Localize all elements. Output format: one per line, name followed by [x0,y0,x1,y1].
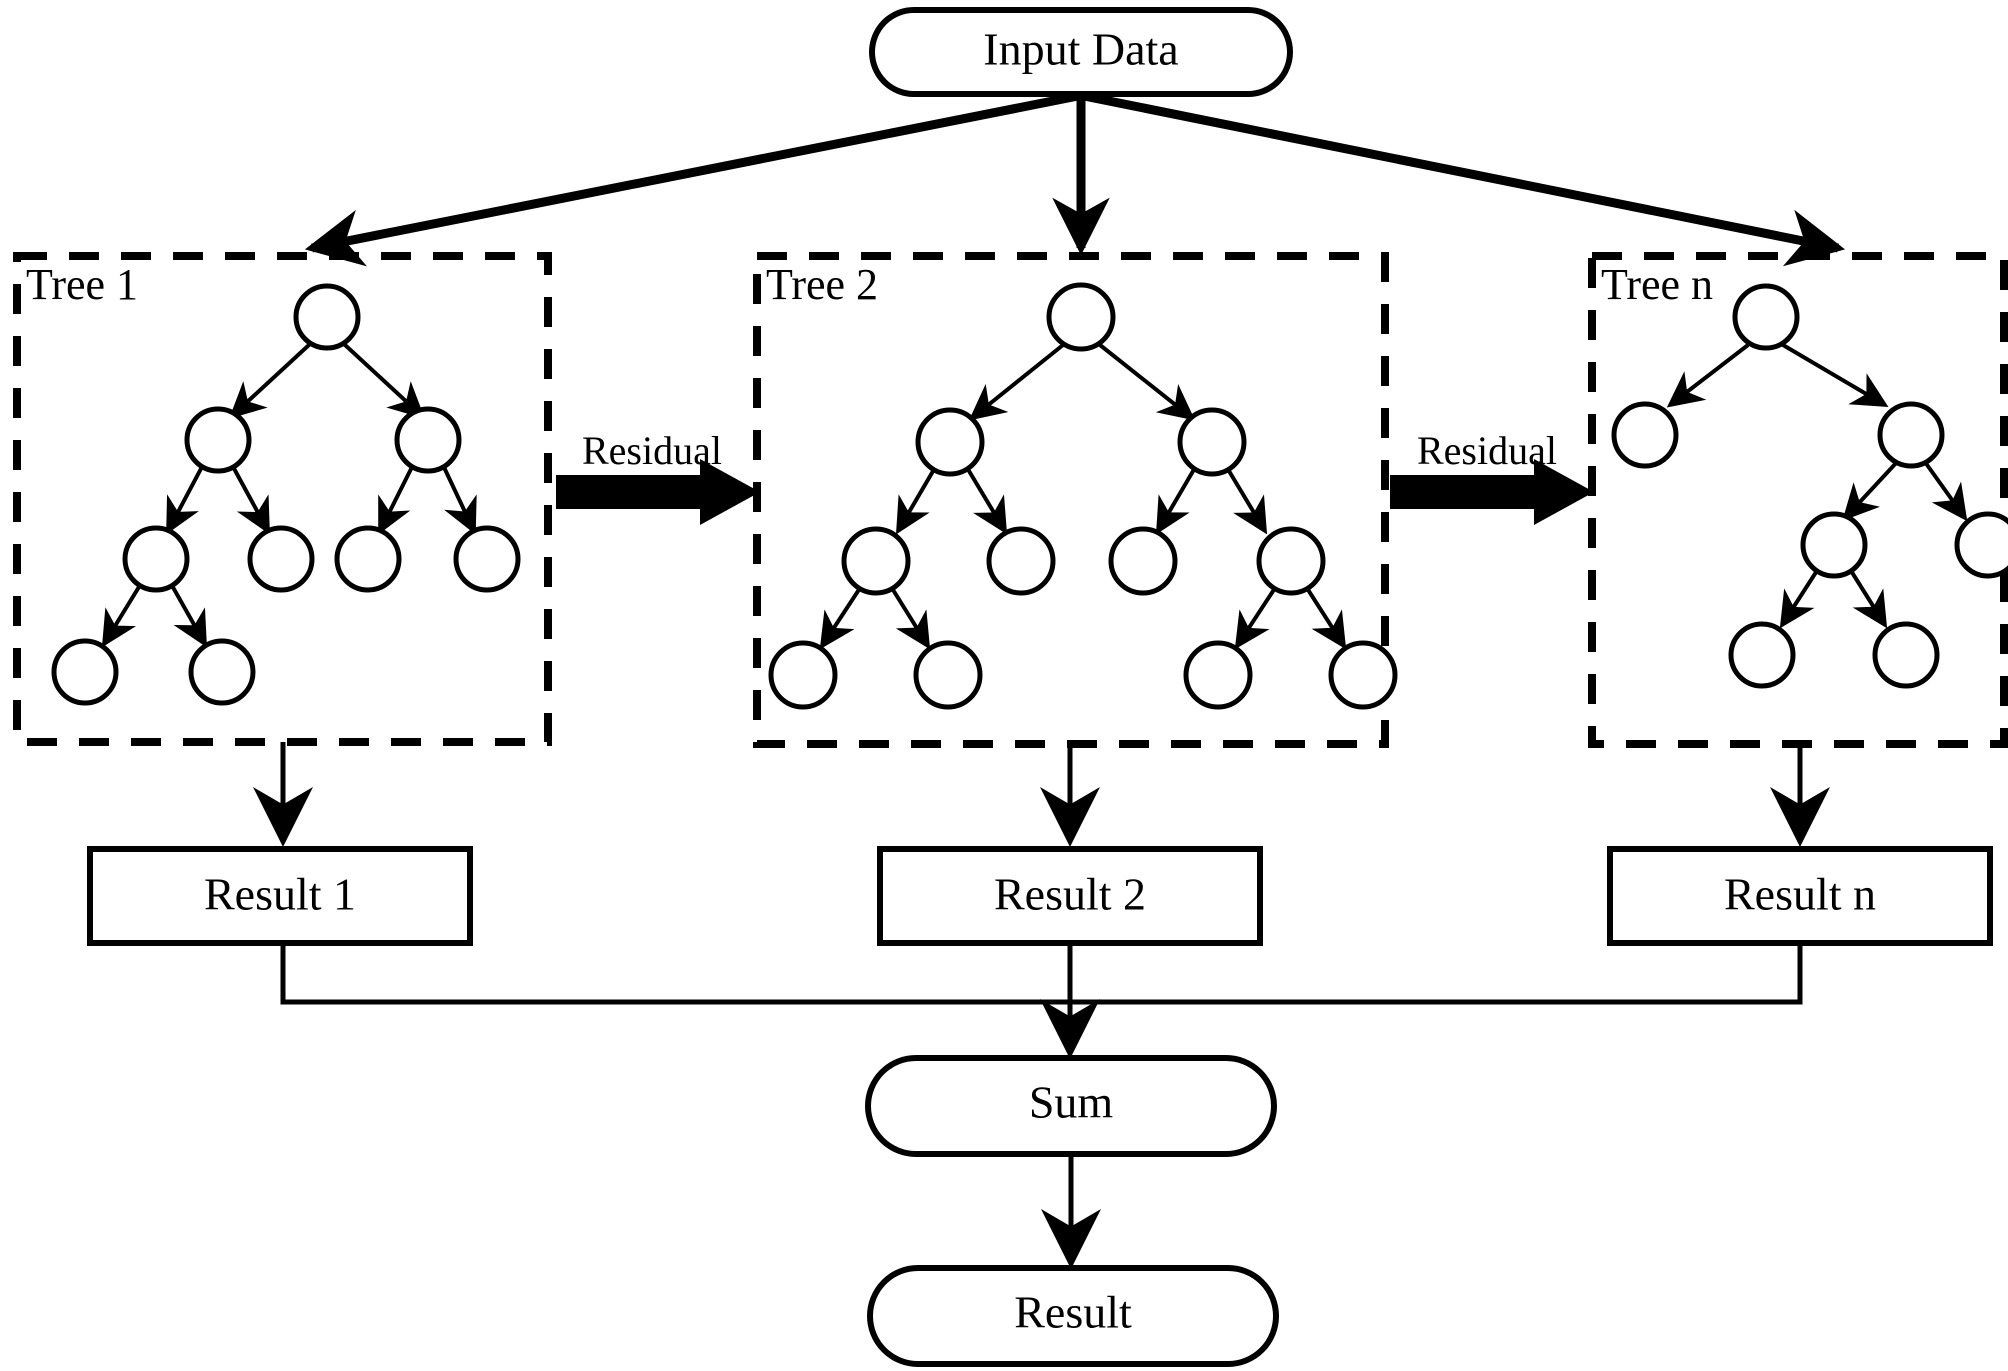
tree-node [986,526,1056,596]
tree-node [1954,511,2008,579]
result-n-label: Result n [1724,869,1876,920]
tree-1-nodes [51,283,521,706]
tree-node [915,407,985,477]
tree-2-nodes [768,282,1398,710]
arrow-input-to-treen [1083,91,1846,267]
final-result-node[interactable] [867,1265,1279,1367]
residual-label-2: Residual [1417,428,1557,473]
tree-node [1800,511,1868,579]
final-result-label: Result [1014,1287,1132,1338]
tree-node [334,525,402,593]
tree-node [184,406,252,474]
tree-node [841,526,911,596]
tree-1-label: Tree 1 [26,260,138,309]
tree-node [453,525,521,593]
tree-n-label: Tree n [1601,260,1713,309]
tree-node [394,406,462,474]
sum-label: Sum [1029,1077,1114,1128]
tree-node [1256,526,1326,596]
result-1-box[interactable] [87,846,473,946]
tree-node [1046,282,1116,352]
result-n-box[interactable] [1607,846,1993,946]
residual-arrow-2 [1390,459,1594,525]
tree-node [188,638,256,706]
input-data-node[interactable] [869,7,1293,97]
tree-node [1872,621,1940,689]
tree-n-edges [1666,343,1968,629]
tree-n-group-box [1588,252,2008,748]
collector-bus [280,943,1803,1005]
tree-node [293,283,361,351]
tree-node [1732,283,1800,351]
tree-1-edges [101,342,477,648]
tree-node [1611,401,1679,469]
tree-node [247,525,315,593]
tree-node [51,638,119,706]
tree-node [122,525,190,593]
tree-node [1183,640,1253,710]
input-data-label: Input Data [983,24,1178,75]
tree-node [913,640,983,710]
tree-node [1108,526,1178,596]
tree-2-edges [819,343,1347,650]
arrow-input-to-tree1 [304,91,1079,267]
tree-node [768,640,838,710]
tree-node [1328,640,1398,710]
tree-2-label: Tree 2 [766,260,878,309]
result-1-label: Result 1 [204,869,356,920]
tree-1-group-box [13,252,552,746]
residual-arrow-1 [556,459,760,525]
tree-n-nodes [1611,283,2008,689]
tree-node [1877,401,1945,469]
result-2-label: Result 2 [994,869,1146,920]
result-2-box[interactable] [877,846,1263,946]
tree-node [1728,621,1796,689]
tree-node [1177,407,1247,477]
residual-label-1: Residual [582,428,722,473]
